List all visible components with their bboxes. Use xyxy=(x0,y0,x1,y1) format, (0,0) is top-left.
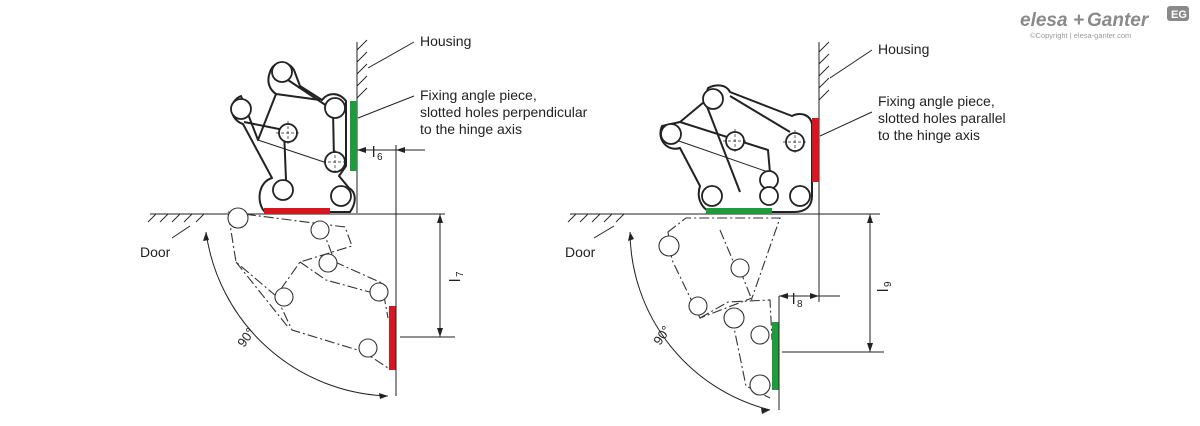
logo-plus: + xyxy=(1073,10,1084,31)
left-door-label: Door xyxy=(140,244,171,260)
right-housing-label: Housing xyxy=(878,41,929,57)
logo-brand-left: elesa xyxy=(1020,10,1068,31)
logo-copyright: ©Copyright | elesa-ganter.com xyxy=(1030,31,1131,40)
left-dim-lower-letter: l xyxy=(447,279,464,282)
right-dim-upper-letter: l xyxy=(792,291,795,308)
left-hinge-open-phantom xyxy=(227,207,389,369)
left-fixing-piece-open xyxy=(389,306,396,370)
right-angle-label: 90° xyxy=(650,323,674,348)
left-dim-upper-letter: l xyxy=(372,144,375,161)
left-housing-wall xyxy=(356,39,368,213)
logo-brand-right: Ganter xyxy=(1087,10,1150,31)
left-housing-label: Housing xyxy=(420,33,471,49)
left-fixing-label-line2: slotted holes perpendicular xyxy=(420,104,588,120)
right-fixing-label-line3: to the hinge axis xyxy=(878,127,980,143)
left-angle-label: 90° xyxy=(234,325,258,350)
left-dim-upper-sub: 6 xyxy=(377,152,383,163)
left-door-surface xyxy=(147,213,445,223)
logo-badge xyxy=(1167,6,1189,21)
left-hinge-view: 90° Housing Fixing angle piece, slotted … xyxy=(140,33,588,399)
right-angle-arc xyxy=(629,231,771,411)
right-dim-lower-sub: 9 xyxy=(883,281,894,287)
left-dim-lower-sub: 7 xyxy=(455,271,466,277)
left-hinge-closed xyxy=(230,61,356,213)
elesa-ganter-logo: elesa + Ganter EG ©Copyright | elesa-gan… xyxy=(1020,6,1189,40)
right-dim-lower-letter: l xyxy=(875,289,892,292)
right-housing-wall xyxy=(818,41,830,302)
left-fixing-label-line1: Fixing angle piece, xyxy=(420,87,537,103)
right-dim-upper-sub: 8 xyxy=(797,299,803,310)
right-fixing-label-line1: Fixing angle piece, xyxy=(878,93,995,109)
right-base-plate xyxy=(706,208,772,214)
right-hinge-open-phantom xyxy=(658,217,781,399)
right-door-label: Door xyxy=(565,244,596,260)
left-fixing-label-line3: to the hinge axis xyxy=(420,121,522,137)
right-hinge-view: 90° Housing Fixing angle piece, slotted … xyxy=(565,41,1006,414)
left-angle-arc xyxy=(205,231,389,397)
left-base-plate xyxy=(264,208,330,214)
logo-badge-text: EG xyxy=(1171,9,1187,21)
right-hinge-closed xyxy=(659,84,813,213)
left-fixing-piece-closed xyxy=(350,101,357,171)
right-fixing-piece-closed xyxy=(812,118,819,182)
right-fixing-piece-open xyxy=(772,322,779,390)
right-fixing-label-line2: slotted holes parallel xyxy=(878,110,1006,126)
